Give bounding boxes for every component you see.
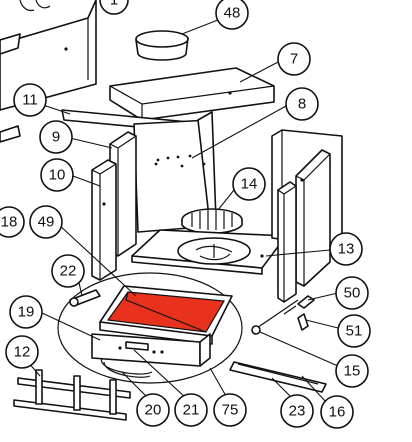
callout-51: 51 [337,314,371,348]
screw-51 [297,313,309,331]
svg-text:19: 19 [18,304,35,321]
callout-18: 18 [0,206,25,238]
svg-text:51: 51 [346,323,363,340]
svg-text:1: 1 [110,0,118,9]
svg-text:9: 9 [52,129,60,146]
svg-text:21: 21 [183,402,200,419]
callout-20: 20 [136,393,170,427]
right-liner-brick-front [277,181,297,303]
callout-10: 10 [40,158,74,192]
ash-drawer-assembly-outline [57,272,243,384]
top-baffle-slab [109,67,275,121]
callout-48: 48 [215,0,249,30]
svg-text:11: 11 [22,92,38,109]
ash-pan-highlighted [99,285,233,345]
callout-50: 50 [335,276,369,310]
callout-21: 21 [174,393,208,427]
svg-text:49: 49 [38,214,55,231]
callout-19: 19 [9,295,43,329]
grate-base-plate [131,229,287,275]
callout-22: 22 [51,254,85,288]
callout-1: 1 [99,0,129,15]
svg-text:18: 18 [1,214,18,231]
round-grate [181,208,243,234]
left-liner-brick-front [91,159,117,281]
callout-23: 23 [280,394,314,428]
front-fence-rail [13,369,131,421]
svg-text:10: 10 [49,167,66,184]
callout-8: 8 [285,87,319,121]
callout-12: 12 [5,335,39,369]
shaker-rod [251,299,299,335]
svg-text:23: 23 [289,403,306,420]
svg-text:12: 12 [14,344,31,361]
callout-7: 7 [277,42,311,76]
svg-text:75: 75 [222,402,239,419]
callout-15: 15 [335,354,369,388]
callout-9: 9 [39,120,73,154]
svg-text:14: 14 [241,176,258,193]
flat-bar [229,361,327,393]
right-liner-brick-mid [295,149,331,287]
small-plate-left [0,125,21,143]
svg-text:7: 7 [290,51,298,68]
drawer-handle [101,357,153,378]
latch-22 [69,289,101,307]
svg-text:50: 50 [344,285,361,302]
side-panel-partial [0,0,97,111]
callout-11: 11 [13,83,47,117]
callout-14: 14 [232,167,266,201]
svg-text:22: 22 [60,263,77,280]
svg-text:8: 8 [298,96,306,113]
flue-collar-ring [135,30,189,61]
ash-drawer-front [91,333,211,367]
svg-text:48: 48 [224,5,241,22]
svg-text:16: 16 [329,404,346,421]
svg-text:20: 20 [145,402,162,419]
callout-49: 49 [29,205,63,239]
svg-text:13: 13 [338,241,355,258]
svg-text:15: 15 [344,363,361,380]
callout-13: 13 [329,232,363,266]
callout-75: 75 [213,393,247,427]
callout-16: 16 [320,395,354,429]
